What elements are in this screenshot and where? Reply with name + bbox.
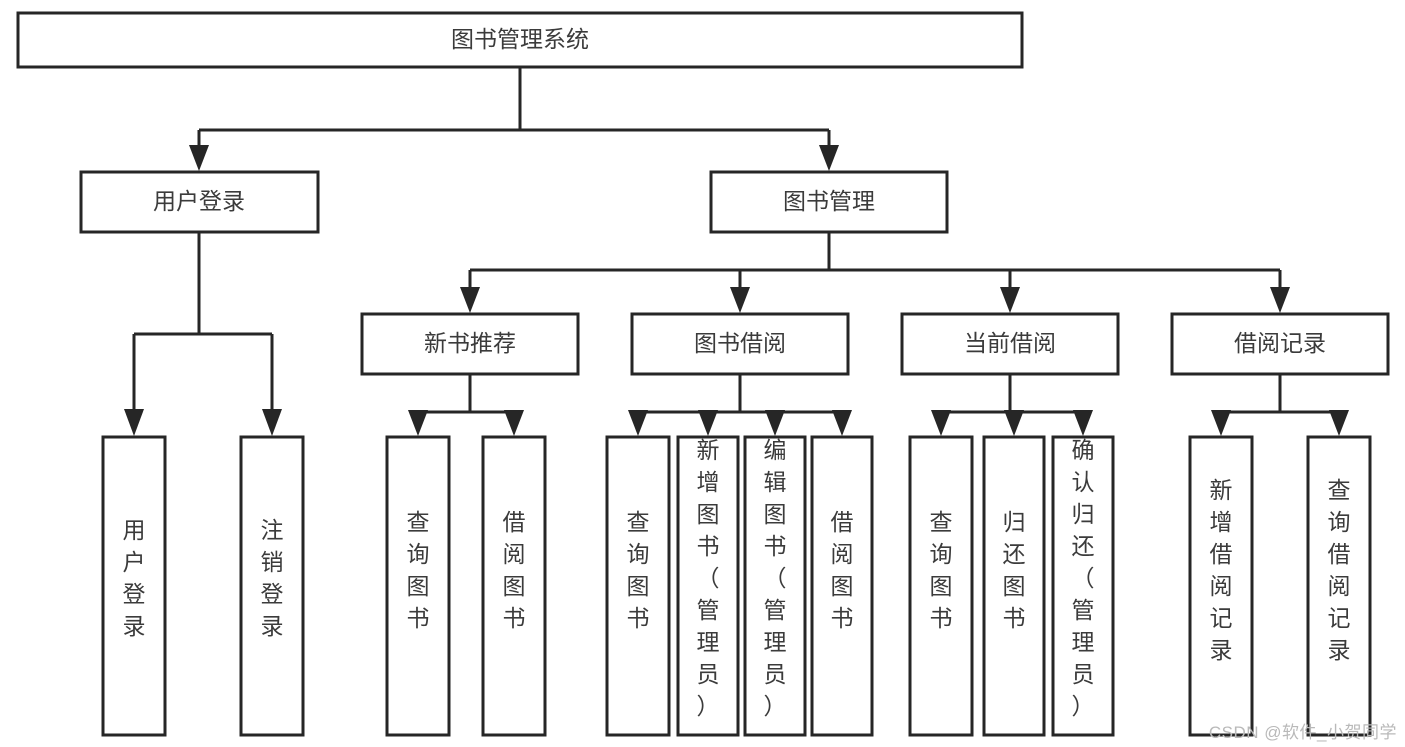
node-book-manage[interactable]: 图书管理 [709,170,949,234]
arrow-to-leaf-logout [262,409,282,436]
node-user-login[interactable]: 用户登录 [79,170,320,234]
node-current-borrow-label: 当前借阅 [964,330,1056,356]
arrow-to-leaf-return-book [1004,410,1024,436]
arrow-to-new-book-rec [460,287,480,313]
node-leaf-edit-book-label: 编辑图书（管理员） [764,437,787,719]
connector-userlogin-to-leaves [132,232,274,412]
node-leaf-borrow-book-2-label: 借阅图书 [831,509,854,631]
arrow-to-current-borrow [1000,287,1020,313]
node-borrow-record-box[interactable] [1170,312,1390,376]
node-book-manage-label: 图书管理 [783,188,875,214]
arrow-to-leaf-query-book-3 [931,410,951,436]
node-leaf-borrow-book-1[interactable]: 借阅图书 [481,435,547,737]
node-leaf-borrow-book-2[interactable]: 借阅图书 [810,435,874,737]
node-leaf-add-book-label: 新增图书（管理员） [697,437,720,719]
arrow-to-leaf-borrow-book-2 [832,410,852,436]
node-leaf-return-book-label: 归还图书 [1003,509,1026,631]
node-leaf-borrow-book-1-label: 借阅图书 [503,509,526,631]
arrow-to-leaf-edit-book [765,410,785,436]
node-leaf-query-book-3-box[interactable] [908,435,974,737]
node-leaf-return-book[interactable]: 归还图书 [982,435,1046,737]
node-leaf-confirm-return-label: 确认归还（管理员） [1072,437,1095,719]
node-leaf-logout-box[interactable] [239,435,305,737]
arrow-to-user-login [189,145,209,171]
node-leaf-query-book-2-label: 查询图书 [627,509,650,631]
node-leaf-user-login-box[interactable] [101,435,167,737]
node-leaf-query-book-3-label: 查询图书 [930,509,953,631]
node-leaf-edit-book[interactable]: 编辑图书（管理员） [743,435,807,737]
node-borrow-record[interactable]: 借阅记录 [1170,312,1390,376]
node-book-borrow[interactable]: 图书借阅 [630,312,850,376]
node-leaf-query-record[interactable]: 查询借阅记录 [1306,435,1372,737]
node-leaf-query-book-1[interactable]: 查询图书 [385,435,451,737]
node-book-borrow-label: 图书借阅 [694,330,786,356]
node-book-borrow-box[interactable] [630,312,850,376]
arrow-to-leaf-confirm-return [1073,410,1093,436]
node-root[interactable]: 图书管理系统 [16,11,1024,69]
node-leaf-add-record-label: 新增借阅记录 [1210,477,1233,663]
node-current-borrow-box[interactable] [900,312,1120,376]
node-leaf-query-book-2-box[interactable] [605,435,671,737]
node-leaf-add-record-box[interactable] [1188,435,1254,737]
node-leaf-query-record-label: 查询借阅记录 [1328,477,1351,663]
csdn-watermark: CSDN @软件_小贺同学 [1208,723,1397,742]
node-leaf-logout[interactable]: 注销登录 [239,435,305,737]
node-leaf-query-book-1-label: 查询图书 [407,509,430,631]
node-leaf-query-book-2[interactable]: 查询图书 [605,435,671,737]
node-leaf-borrow-book-1-box[interactable] [481,435,547,737]
connector-bookborrow-to-leaves [636,374,844,420]
node-root-label: 图书管理系统 [451,26,589,52]
node-leaf-confirm-return-box[interactable] [1051,435,1115,737]
arrow-to-leaf-query-record [1329,410,1349,436]
node-leaf-query-book-3[interactable]: 查询图书 [908,435,974,737]
arrow-to-leaf-borrow-book-1 [504,410,524,436]
node-leaf-add-book-box[interactable] [676,435,740,737]
node-leaf-add-book[interactable]: 新增图书（管理员） [676,435,740,737]
connector-root-to-level2 [197,67,831,148]
node-new-book-rec[interactable]: 新书推荐 [360,312,580,376]
arrow-to-leaf-query-book-1 [408,410,428,436]
node-root-box[interactable] [16,11,1024,69]
node-user-login-label: 用户登录 [153,188,245,214]
arrow-to-leaf-query-book-2 [628,410,648,436]
node-leaf-edit-book-box[interactable] [743,435,807,737]
connector-bookmanage-to-level3 [468,232,1282,290]
arrow-to-leaf-add-book [698,410,718,436]
connector-newbook-to-leaves [416,374,516,420]
arrow-to-leaf-add-record [1211,410,1231,436]
node-leaf-confirm-return[interactable]: 确认归还（管理员） [1051,435,1115,737]
arrow-to-borrow-record [1270,287,1290,313]
arrow-to-leaf-user-login [124,409,144,436]
connector-layer [124,67,1349,436]
node-borrow-record-label: 借阅记录 [1234,330,1326,356]
node-new-book-rec-label: 新书推荐 [424,330,516,356]
node-leaf-user-login-label: 用户登录 [123,517,146,639]
node-current-borrow[interactable]: 当前借阅 [900,312,1120,376]
node-leaf-query-record-box[interactable] [1306,435,1372,737]
node-user-login-box[interactable] [79,170,320,234]
node-leaf-return-book-box[interactable] [982,435,1046,737]
node-leaf-user-login[interactable]: 用户登录 [101,435,167,737]
node-leaf-logout-label: 注销登录 [261,517,284,639]
node-leaf-query-book-1-box[interactable] [385,435,451,737]
arrow-to-book-manage [819,145,839,171]
node-leaf-add-record[interactable]: 新增借阅记录 [1188,435,1254,737]
node-new-book-rec-box[interactable] [360,312,580,376]
arrow-to-book-borrow [730,287,750,313]
node-book-manage-box[interactable] [709,170,949,234]
connector-borrowrecord-to-leaves [1219,374,1341,420]
node-leaf-borrow-book-2-box[interactable] [810,435,874,737]
